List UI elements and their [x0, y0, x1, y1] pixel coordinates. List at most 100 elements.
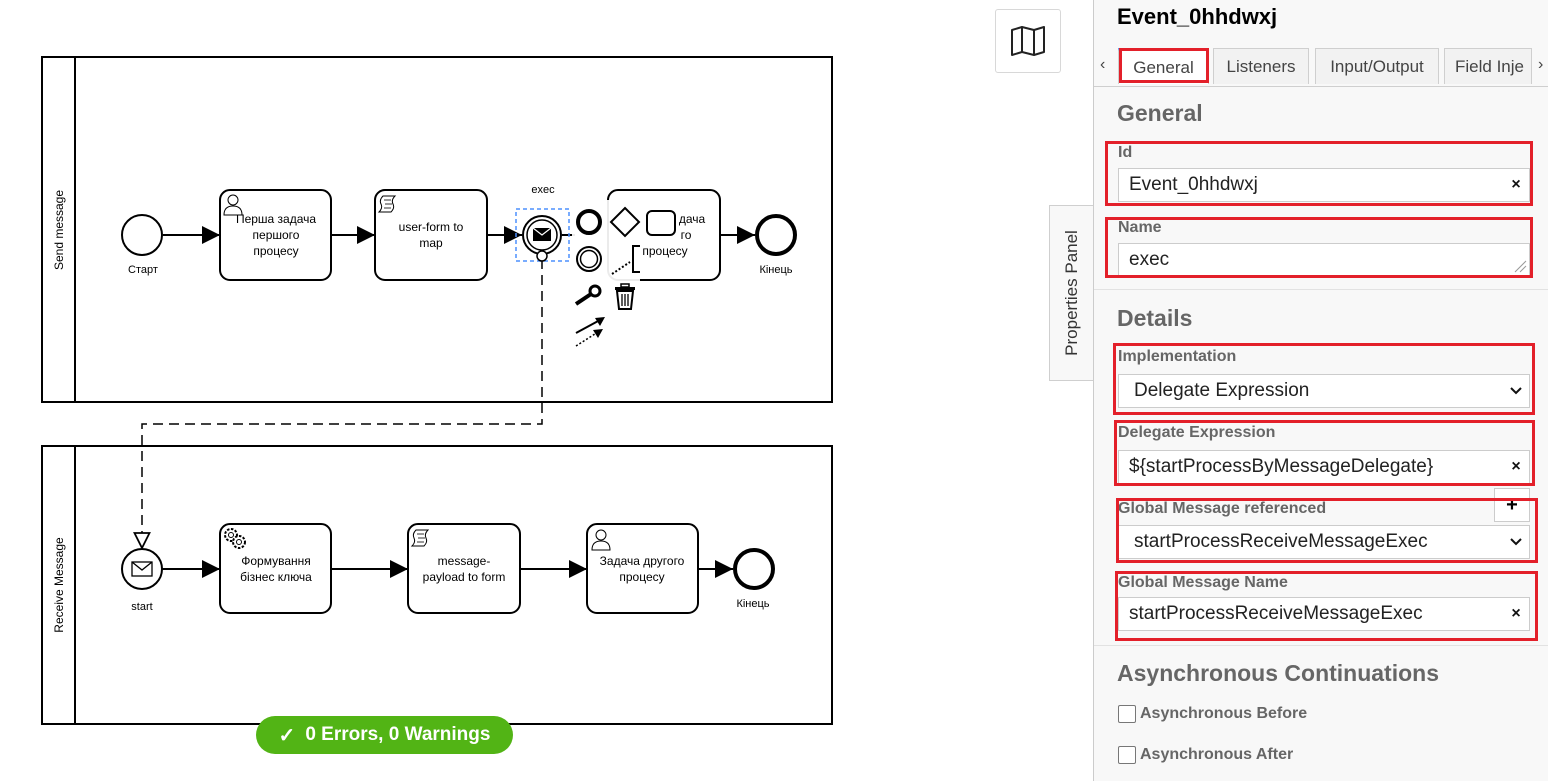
status-text: 0 Errors, 0 Warnings — [305, 724, 491, 745]
pool-label: Receive Message — [52, 537, 66, 633]
async-after-row[interactable]: Asynchronous After — [1118, 746, 1293, 764]
tab-field-injections[interactable]: Field Inje — [1444, 48, 1532, 84]
user-icon — [223, 194, 243, 216]
properties-panel-toggle[interactable]: Properties Panel — [1049, 205, 1094, 381]
task-label: message- — [438, 554, 491, 568]
delegate-expression-field[interactable]: ${startProcessByMessageDelegate} × — [1118, 450, 1530, 484]
envelope-icon — [131, 561, 153, 577]
connect-arrow-icon[interactable] — [575, 317, 605, 347]
async-before-label: Asynchronous Before — [1140, 705, 1308, 722]
message-flow[interactable] — [142, 259, 543, 548]
global-message-select-value: startProcessReceiveMessageExec — [1134, 531, 1428, 552]
status-badge[interactable]: ✓ 0 Errors, 0 Warnings — [256, 716, 513, 754]
clear-icon[interactable]: × — [1511, 176, 1521, 193]
wrench-icon[interactable] — [574, 284, 602, 306]
pool-label: Send message — [52, 190, 66, 270]
envelope-icon — [532, 227, 552, 241]
global-message-name-field[interactable]: startProcessReceiveMessageExec × — [1118, 597, 1530, 631]
bpmn-canvas[interactable]: Send message Receive Message Старт Перша… — [0, 0, 1093, 781]
resize-handle-icon[interactable] — [1513, 259, 1527, 273]
tab-input-output[interactable]: Input/Output — [1315, 48, 1439, 84]
context-pad[interactable] — [572, 200, 676, 350]
section-title-general: General — [1117, 100, 1203, 126]
field-label-implementation: Implementation — [1118, 348, 1237, 365]
id-field[interactable]: Event_0hhdwxj × — [1118, 168, 1530, 202]
user-task[interactable]: Перша задача першого процесу — [219, 189, 332, 281]
gear-icon — [224, 528, 246, 549]
task-label: map — [419, 236, 443, 250]
end-event[interactable]: Кінець — [755, 214, 797, 276]
tab-scroll-left-icon[interactable]: ‹ — [1100, 56, 1106, 73]
append-intermediate-event-icon[interactable] — [576, 246, 602, 272]
tab-listeners[interactable]: Listeners — [1213, 48, 1309, 84]
divider — [1094, 86, 1548, 87]
text-annotation-icon[interactable] — [611, 245, 640, 275]
append-gateway-icon[interactable] — [609, 206, 641, 238]
implementation-select[interactable]: Delegate Expression — [1118, 374, 1530, 408]
divider — [1094, 289, 1548, 290]
tab-general[interactable]: General — [1118, 48, 1209, 84]
start-event[interactable]: Старт — [121, 214, 163, 276]
properties-panel: Event_0hhdwxj ‹ General Listeners Input/… — [1093, 0, 1548, 781]
script-task[interactable]: message- payload to form — [407, 523, 521, 614]
id-field-value: Event_0hhdwxj — [1129, 174, 1258, 195]
task-label: першого — [253, 228, 300, 242]
message-throw-event[interactable]: exec — [515, 184, 570, 262]
field-label-global-message-referenced: Global Message referenced — [1118, 500, 1327, 517]
task-label: процесу — [642, 244, 687, 258]
async-before-row[interactable]: Asynchronous Before — [1118, 705, 1307, 723]
clear-icon[interactable]: × — [1511, 605, 1521, 622]
map-icon — [1011, 26, 1045, 56]
section-title-async: Asynchronous Continuations — [1117, 660, 1439, 686]
end-event[interactable]: Кінець — [733, 548, 775, 610]
delegate-expression-value: ${startProcessByMessageDelegate} — [1129, 456, 1434, 477]
trash-icon[interactable] — [615, 283, 635, 310]
section-title-details: Details — [1117, 305, 1193, 331]
clear-icon[interactable]: × — [1511, 458, 1521, 475]
global-message-name-value: startProcessReceiveMessageExec — [1129, 603, 1423, 624]
event-label: start — [131, 601, 152, 613]
event-label: Старт — [128, 264, 158, 276]
minimap-toggle-button[interactable] — [995, 9, 1061, 73]
event-label: Кінець — [736, 598, 769, 610]
script-icon — [410, 529, 430, 547]
script-icon — [377, 195, 397, 213]
append-end-event-icon[interactable] — [576, 209, 602, 235]
task-label: го — [681, 228, 692, 242]
implementation-select-value: Delegate Expression — [1134, 380, 1310, 401]
field-label-global-message-name: Global Message Name — [1118, 574, 1288, 591]
task-label: Перша задача — [236, 212, 316, 226]
async-before-checkbox[interactable] — [1118, 705, 1136, 723]
task-label: Задача другого — [600, 554, 685, 568]
user-icon — [591, 529, 611, 551]
async-after-label: Asynchronous After — [1140, 746, 1294, 763]
chevron-down-icon — [1503, 537, 1529, 547]
user-task[interactable]: Задача другого процесу — [586, 523, 699, 614]
element-title: Event_0hhdwxj — [1117, 4, 1278, 29]
field-label-name: Name — [1118, 219, 1162, 236]
divider — [1094, 645, 1548, 646]
async-after-checkbox[interactable] — [1118, 746, 1136, 764]
message-start-event[interactable]: start — [121, 548, 163, 613]
script-task[interactable]: user-form to map — [374, 189, 488, 281]
service-task[interactable]: Формування бізнес ключа — [219, 523, 332, 614]
add-message-button[interactable]: + — [1494, 488, 1530, 522]
name-field-value: exec — [1129, 248, 1170, 270]
field-label-id: Id — [1118, 144, 1133, 161]
task-label: Формування — [241, 554, 311, 568]
name-field[interactable]: exec — [1118, 243, 1530, 276]
task-label: дача — [679, 212, 706, 226]
event-label: exec — [531, 184, 555, 196]
tab-bar: ‹ General Listeners Input/Output Field I… — [1094, 44, 1548, 86]
event-label: Кінець — [759, 264, 792, 276]
global-message-select[interactable]: startProcessReceiveMessageExec — [1118, 525, 1530, 559]
tab-scroll-right-icon[interactable]: › — [1538, 56, 1544, 73]
properties-panel-toggle-label: Properties Panel — [1062, 230, 1081, 356]
task-label: бізнес ключа — [240, 570, 312, 584]
task-label: payload to form — [423, 570, 506, 584]
append-task-icon[interactable] — [646, 210, 676, 236]
task-label: процесу — [253, 244, 298, 258]
field-label-delegate-expression: Delegate Expression — [1118, 424, 1276, 441]
task-label: user-form to — [399, 220, 464, 234]
check-icon: ✓ — [278, 724, 296, 747]
